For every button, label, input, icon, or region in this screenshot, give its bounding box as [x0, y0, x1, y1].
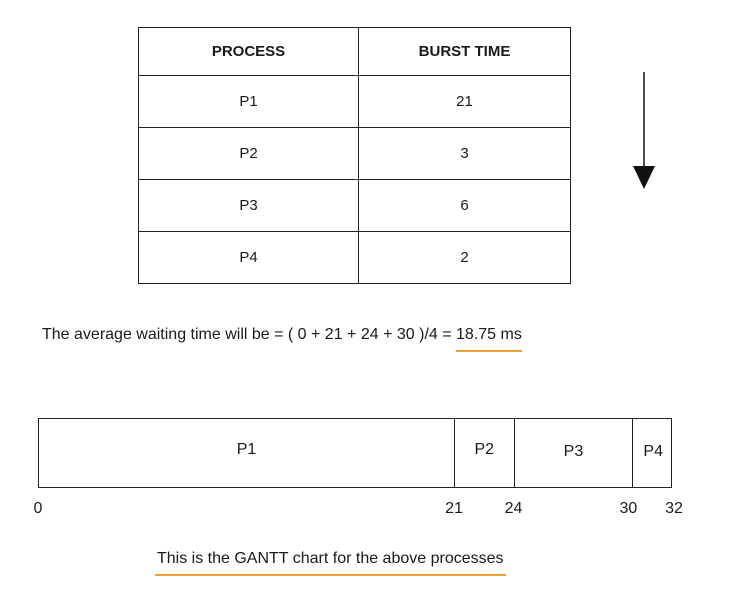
cell-burst: 6 — [358, 179, 571, 232]
header-process: PROCESS — [138, 27, 359, 76]
cell-process: P1 — [138, 75, 359, 128]
average-waiting-time: The average waiting time will be = ( 0 +… — [42, 326, 522, 352]
cell-burst: 21 — [358, 75, 571, 128]
cell-process: P3 — [138, 179, 359, 232]
table-row: P3 6 — [138, 179, 571, 232]
gantt-tick: 24 — [504, 500, 523, 517]
gantt-tick: 30 — [619, 500, 638, 517]
table-row: P4 2 — [138, 231, 571, 284]
cell-burst: 2 — [358, 231, 571, 284]
gantt-caption: This is the GANTT chart for the above pr… — [155, 550, 506, 576]
average-formula: The average waiting time will be = ( 0 +… — [42, 326, 457, 343]
gantt-block-p1: P1 — [39, 419, 456, 487]
result-underline — [456, 350, 522, 352]
caption-text: This is the GANTT chart for the above pr… — [157, 550, 504, 567]
gantt-block-p3: P3 — [515, 419, 634, 487]
table-row: P1 21 — [138, 75, 571, 128]
cell-burst: 3 — [358, 127, 571, 180]
gantt-block-p2: P2 — [455, 419, 515, 487]
process-table: PROCESS BURST TIME P1 21 P2 3 P3 6 P4 2 — [138, 27, 571, 284]
header-burst-time: BURST TIME — [358, 27, 571, 76]
gantt-block-p4: P4 — [633, 419, 673, 487]
average-result-text: 18.75 ms — [456, 326, 522, 343]
caption-underline — [155, 574, 506, 576]
gantt-tick: 0 — [33, 500, 43, 517]
gantt-block-label: P3 — [563, 443, 584, 460]
cell-process: P4 — [138, 231, 359, 284]
gantt-chart: P1 P2 P3 P4 — [38, 418, 672, 488]
gantt-block-label: P1 — [236, 441, 257, 458]
table-header-row: PROCESS BURST TIME — [138, 27, 571, 76]
table-row: P2 3 — [138, 127, 571, 180]
cell-process: P2 — [138, 127, 359, 180]
gantt-tick: 21 — [445, 500, 463, 517]
average-result: 18.75 ms — [456, 326, 522, 352]
gantt-block-label: P2 — [474, 441, 495, 458]
gantt-block-label: P4 — [643, 443, 663, 460]
down-arrow-icon — [633, 72, 655, 189]
gantt-tick: 32 — [665, 500, 683, 517]
